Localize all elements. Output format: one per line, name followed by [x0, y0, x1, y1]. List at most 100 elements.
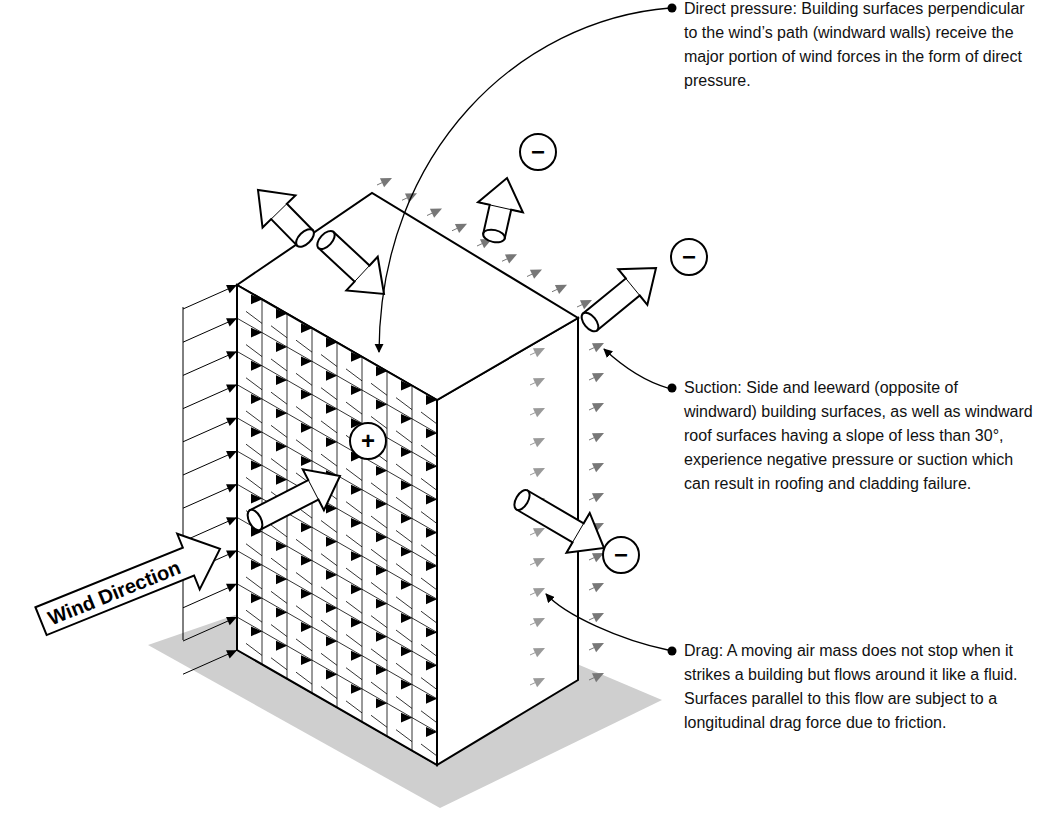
grid-line	[421, 478, 437, 490]
sign-symbol: +	[361, 429, 375, 453]
drag-line	[530, 529, 543, 535]
grid-line	[421, 711, 437, 723]
arrowhead	[426, 495, 437, 505]
arrowhead	[276, 309, 287, 319]
drag-line	[589, 494, 602, 500]
grid-line	[346, 634, 362, 646]
drag-line	[552, 286, 565, 292]
arrow-tail	[511, 487, 532, 512]
grid-line	[246, 577, 262, 589]
arrowhead	[351, 385, 362, 395]
grid-line	[396, 730, 412, 742]
arrowhead	[426, 594, 437, 604]
arrow-rim	[618, 269, 647, 305]
drag-line	[530, 619, 543, 625]
grid-line	[237, 551, 437, 666]
arrowhead	[401, 414, 412, 424]
arrowhead	[276, 608, 287, 618]
callout-note: Drag: A moving air mass does not stop wh…	[684, 639, 1034, 735]
arrowhead	[226, 617, 237, 625]
arrowhead	[376, 499, 387, 509]
arrow-rim	[346, 257, 377, 291]
grid-line	[271, 625, 287, 637]
arrowhead	[326, 404, 337, 414]
arrowhead	[226, 650, 237, 658]
grid-line	[271, 658, 287, 670]
grid-line	[296, 440, 312, 452]
grid-line	[246, 544, 262, 556]
arrowhead	[226, 351, 237, 359]
grid-line	[371, 582, 387, 594]
arrowhead	[376, 698, 387, 708]
arrow-body	[250, 469, 340, 529]
grid-line	[396, 431, 412, 443]
arrowhead	[426, 561, 437, 571]
drag-line	[530, 349, 543, 355]
grid-line	[396, 597, 412, 609]
arrowhead	[226, 318, 237, 326]
grid-line	[337, 343, 338, 708]
arrowhead	[326, 570, 337, 580]
arrowhead	[376, 566, 387, 576]
grid-line	[262, 299, 263, 664]
drag-line	[589, 614, 602, 620]
drag-line	[530, 379, 543, 385]
leader-line	[546, 594, 668, 650]
arrowhead	[226, 551, 237, 559]
arrowhead	[226, 285, 237, 293]
leader-line	[604, 349, 668, 388]
arrow-shape	[29, 521, 230, 649]
arrowhead	[226, 451, 237, 459]
arrowhead	[426, 627, 437, 637]
arrowhead	[301, 556, 312, 566]
pressure-sign-circle: −	[670, 238, 708, 276]
arrowhead	[401, 381, 412, 391]
arrowhead	[276, 475, 287, 485]
drag-line	[589, 554, 602, 560]
arrowhead	[251, 626, 262, 636]
drag-line	[530, 559, 543, 565]
arrow-tail	[314, 228, 338, 252]
grid-line	[396, 530, 412, 542]
arrowhead	[426, 661, 437, 671]
arrowhead	[376, 366, 387, 376]
grid-line	[396, 630, 412, 642]
grid-line	[296, 606, 312, 618]
arrowhead	[376, 400, 387, 410]
grid-line	[421, 578, 437, 590]
grid-line	[421, 611, 437, 623]
arrowhead	[226, 484, 237, 492]
grid-line	[237, 650, 437, 765]
arrowhead	[426, 461, 437, 471]
bullet	[668, 384, 677, 393]
arrowhead	[426, 727, 437, 737]
arrowhead	[301, 423, 312, 433]
drag-arrows	[377, 178, 604, 687]
arrow-rim	[303, 469, 324, 510]
arrowhead	[226, 517, 237, 525]
arrowhead	[351, 485, 362, 495]
arrowhead	[326, 504, 337, 514]
grid-line	[421, 445, 437, 457]
grid-line	[371, 682, 387, 694]
grid-line	[396, 663, 412, 675]
grid-line	[271, 392, 287, 404]
drag-line	[589, 404, 602, 410]
arrowhead	[251, 494, 262, 504]
arrowhead	[251, 427, 262, 437]
wind-plane-edge	[183, 307, 184, 640]
sign-symbol: −	[614, 543, 628, 567]
grid-line	[271, 359, 287, 371]
drag-line	[589, 464, 602, 470]
grid-line	[421, 412, 437, 424]
grid-line	[296, 539, 312, 551]
wind-line	[183, 318, 237, 342]
grid-line	[296, 373, 312, 385]
arrow-tail	[293, 226, 317, 250]
grid-line	[246, 477, 262, 489]
grid-line	[312, 328, 313, 693]
grid-line	[346, 601, 362, 613]
grid-line	[271, 459, 287, 471]
arrowhead	[401, 679, 412, 689]
pressure-sign-circle: −	[602, 536, 640, 574]
